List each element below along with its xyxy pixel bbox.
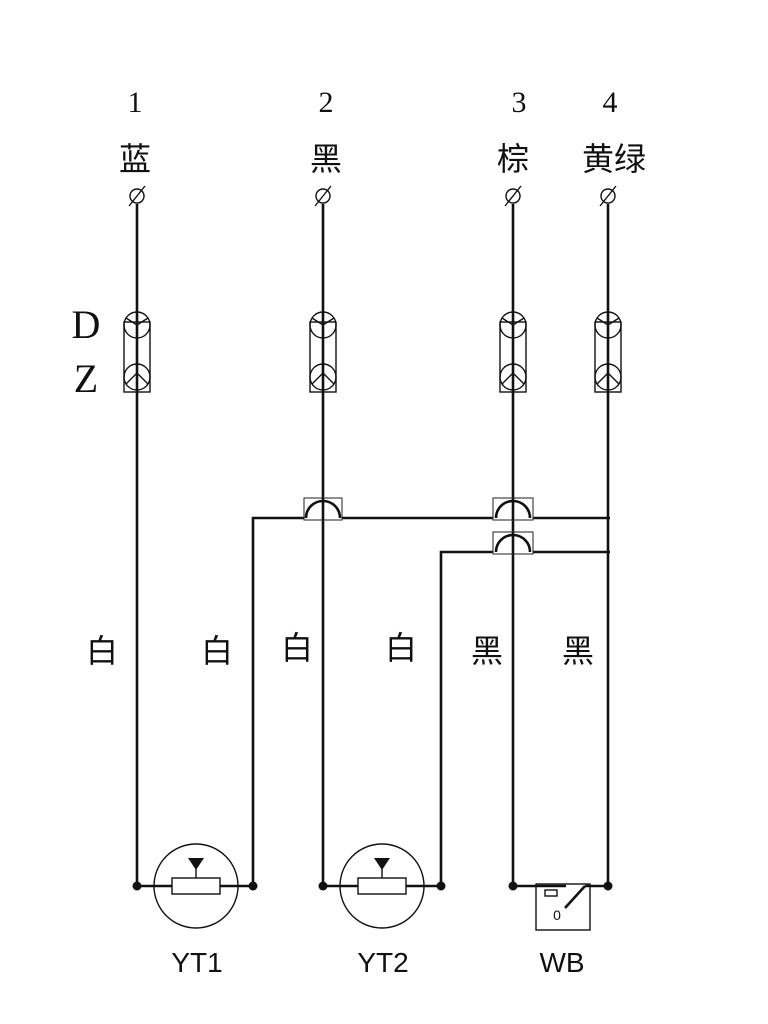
yt2-label: YT2 — [357, 947, 408, 978]
terminal-2-symbol — [314, 185, 332, 207]
wb-switch-component — [508, 881, 613, 931]
connector-label-d: D — [72, 302, 101, 347]
connector-1 — [123, 311, 151, 393]
cross-wire-upper — [251, 516, 610, 886]
terminal-3-color: 棕 — [497, 140, 529, 178]
yt2-component — [318, 843, 446, 929]
terminal-1-number: 1 — [128, 86, 143, 119]
terminal-1-color: 蓝 — [119, 140, 151, 178]
crossover-marker-1 — [303, 497, 343, 521]
wb-label: WB — [539, 947, 584, 978]
wire-color-label-1: 白 — [86, 632, 118, 670]
terminal-4-color: 黄绿 — [582, 140, 646, 178]
wire-color-label-5: 黑 — [471, 632, 503, 670]
cross-wire-lower — [439, 550, 610, 886]
terminal-3-number: 3 — [512, 86, 527, 119]
yt1-component — [132, 843, 258, 929]
terminal-4-number: 4 — [603, 86, 618, 119]
yt1-label: YT1 — [171, 947, 222, 978]
connector-4 — [594, 311, 622, 393]
connector-3 — [499, 311, 527, 393]
terminal-2-color: 黑 — [310, 140, 342, 178]
wire-color-label-4: 白 — [385, 629, 417, 667]
terminal-3-symbol — [504, 185, 522, 207]
wire-color-label-2: 白 — [201, 632, 233, 670]
terminal-1-symbol — [128, 185, 146, 207]
connector-label-z: Z — [74, 356, 98, 401]
crossover-marker-2 — [492, 497, 534, 521]
terminal-4-symbol — [599, 185, 617, 207]
connector-2 — [309, 311, 337, 393]
terminal-2-number: 2 — [319, 86, 334, 119]
crossover-marker-3 — [492, 531, 534, 555]
wire-color-label-6: 黑 — [562, 632, 594, 670]
wb-switch-state: 0 — [553, 907, 561, 923]
wire-color-label-3: 白 — [281, 629, 313, 667]
